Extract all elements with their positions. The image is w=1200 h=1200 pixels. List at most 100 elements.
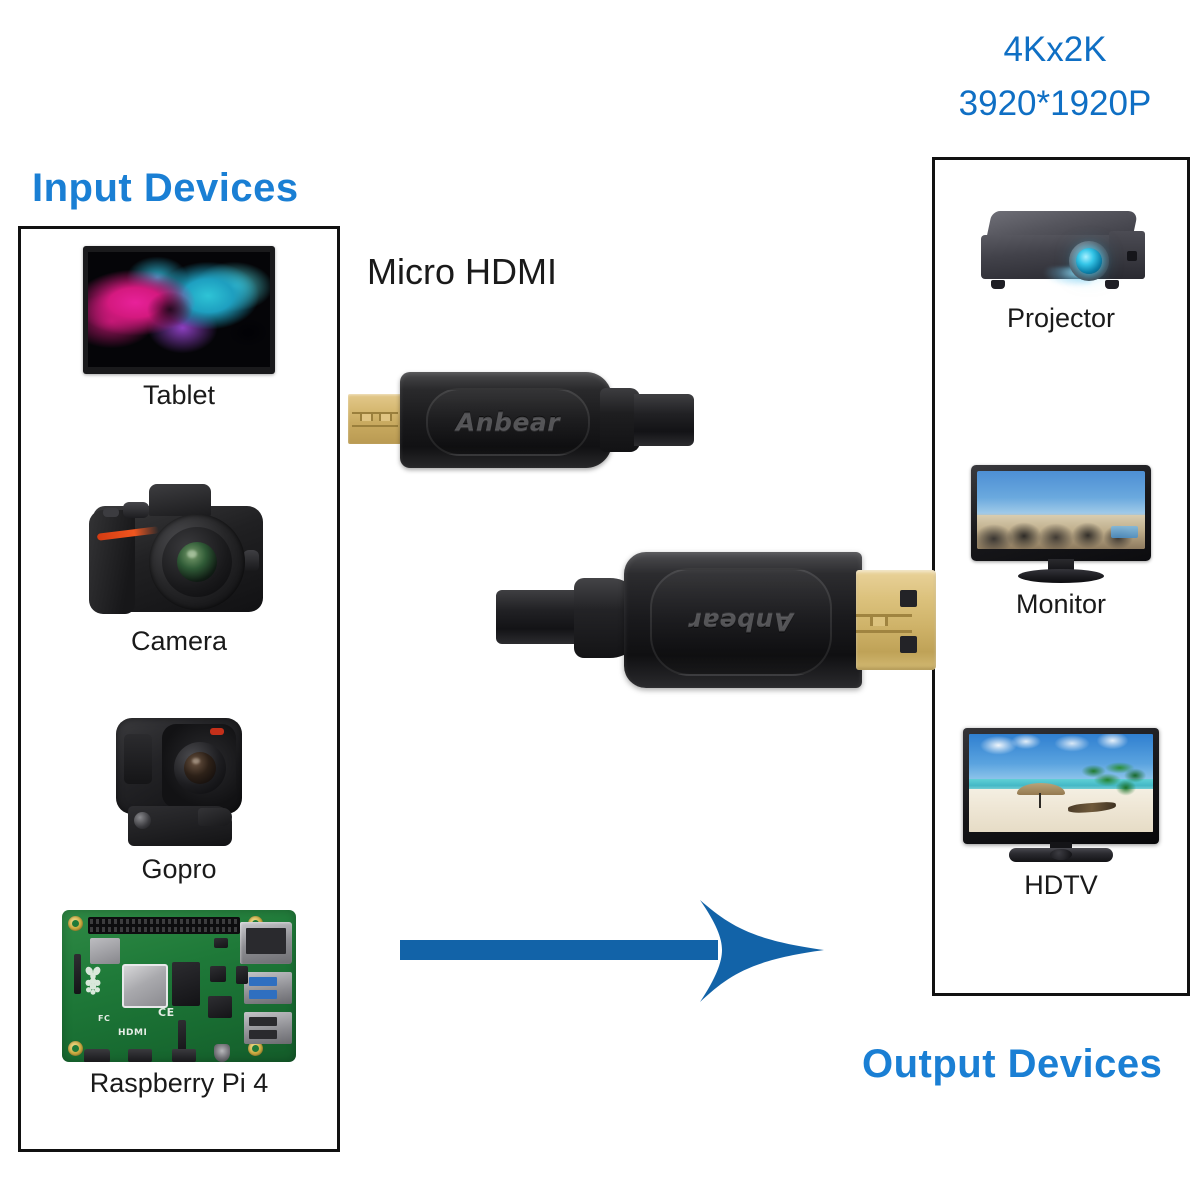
rpi-ram-chip [172, 962, 200, 1006]
brand-label-hdmi: Anbear [688, 607, 794, 637]
hdmi-plug-cutout [900, 636, 917, 653]
monitor-icon [971, 465, 1151, 583]
micro-hdmi-gold-plug [348, 394, 404, 444]
hdmi-plug-contacts [856, 614, 912, 633]
gopro-mount [128, 806, 232, 846]
rpi-small-chip [208, 996, 232, 1018]
projector-lens [1076, 248, 1102, 274]
rpi-mounting-hole [68, 916, 83, 931]
brand-label-micro: Anbear [455, 407, 561, 437]
gopro-mount-tab [198, 808, 232, 826]
hdmi-emboss: Anbear [650, 568, 832, 676]
rpi-dsi-connector [178, 1020, 186, 1054]
tablet-icon [83, 246, 275, 374]
resolution-line-2: 3920*1920P [958, 84, 1152, 123]
rpi-small-chip [210, 966, 226, 982]
tablet-screen [88, 252, 270, 367]
rpi-wifi-shield [90, 938, 120, 964]
rpi-mounting-hole [68, 1041, 83, 1056]
camera-lens-barrel [162, 527, 232, 597]
rpi-av-jack [214, 1044, 230, 1062]
micro-hdmi-housing: Anbear [400, 372, 612, 468]
monitor-label: Monitor [1015, 589, 1107, 619]
rpi-ce-marking: CE [158, 1006, 175, 1019]
micro-hdmi-strain-relief [600, 388, 640, 452]
tv-stand-base [1009, 848, 1113, 862]
projector-ir-sensor [1127, 251, 1137, 261]
raspberry-pi-label: Raspberry Pi 4 [89, 1068, 269, 1098]
monitor-bezel [971, 465, 1151, 561]
rpi-small-chip [236, 966, 248, 984]
monitor-wallpaper-water [1111, 525, 1139, 539]
rpi-fc-marking: FC [98, 1014, 111, 1023]
tv-screen [969, 734, 1153, 832]
hdmi-gold-plug [856, 570, 936, 670]
device-cell-projector: Projector [932, 207, 1190, 334]
output-devices-heading: Output Devices [862, 1042, 1163, 1086]
camera-lens [149, 514, 245, 610]
camera-side-button [243, 550, 259, 572]
flow-arrow-icon [400, 896, 824, 1006]
micro-hdmi-cable [634, 394, 694, 446]
rpi-ethernet-port [240, 922, 292, 964]
rpi-pcb: HDMI FC CE [62, 910, 296, 1062]
tv-wallpaper-umbrella-pole [1038, 792, 1041, 809]
micro-hdmi-plug-contacts [352, 412, 398, 427]
device-cell-hdtv: HDTV [932, 728, 1190, 901]
rpi-hdmi-marking: HDMI [118, 1028, 148, 1038]
rpi-csi-connector [74, 954, 81, 994]
projector-foot [991, 280, 1005, 289]
standard-hdmi-connector: Anbear [496, 538, 936, 700]
gopro-record-button [210, 728, 224, 735]
rpi-gpio-header [88, 917, 240, 934]
projector-icon [977, 207, 1145, 297]
monitor-stand-neck [1048, 559, 1074, 571]
rpi-usbc-power-port [84, 1049, 110, 1062]
camera-shutter-button [103, 508, 119, 517]
dslr-camera-icon [87, 480, 271, 620]
rpi-mounting-hole [248, 1041, 263, 1056]
device-cell-gopro: Gopro [18, 718, 340, 885]
resolution-line-1: 4Kx2K [1003, 30, 1107, 69]
gopro-body [116, 718, 242, 814]
input-devices-heading: Input Devices [32, 166, 299, 210]
projector-label: Projector [1006, 303, 1116, 333]
camera-label: Camera [130, 626, 228, 656]
raspberry-pi-board-icon: HDMI FC CE [62, 910, 296, 1062]
gopro-mount-screw [134, 812, 151, 829]
rpi-micro-hdmi-port [172, 1049, 196, 1062]
device-cell-monitor: Monitor [932, 465, 1190, 620]
gopro-label: Gopro [141, 854, 217, 884]
camera-grip [89, 510, 135, 614]
raspberry-logo-icon [80, 966, 106, 996]
hdmi-housing: Anbear [624, 552, 862, 688]
gopro-lens-ring [174, 742, 226, 794]
camera-lens-glass [177, 542, 217, 582]
gopro-front-face [162, 724, 236, 808]
tablet-label: Tablet [142, 380, 216, 410]
rpi-micro-hdmi-port [128, 1049, 152, 1062]
device-cell-tablet: Tablet [18, 246, 340, 411]
hdtv-label: HDTV [1024, 870, 1098, 900]
tv-stand-neck [1050, 842, 1072, 850]
rpi-small-chip [214, 938, 228, 948]
micro-hdmi-connector: Anbear [348, 358, 694, 484]
rpi-usb3-ports [244, 972, 292, 1004]
action-camera-icon [110, 718, 248, 848]
projector-foot [1105, 280, 1119, 289]
television-icon [963, 728, 1159, 864]
camera-prism [149, 484, 211, 516]
device-cell-raspberry-pi: HDMI FC CE Raspberry Pi 4 [18, 910, 340, 1099]
monitor-screen [977, 471, 1145, 549]
rpi-cpu [122, 964, 168, 1008]
gopro-lens [184, 752, 216, 784]
tv-wallpaper-sea [969, 779, 1153, 791]
camera-mode-dial [123, 502, 149, 518]
micro-hdmi-emboss: Anbear [426, 388, 590, 456]
device-cell-camera: Camera [18, 480, 340, 657]
hdmi-plug-cutout [900, 590, 917, 607]
gopro-side-panel [124, 734, 152, 784]
micro-hdmi-label: Micro HDMI [367, 251, 557, 292]
tv-wallpaper-umbrella [1016, 783, 1065, 795]
